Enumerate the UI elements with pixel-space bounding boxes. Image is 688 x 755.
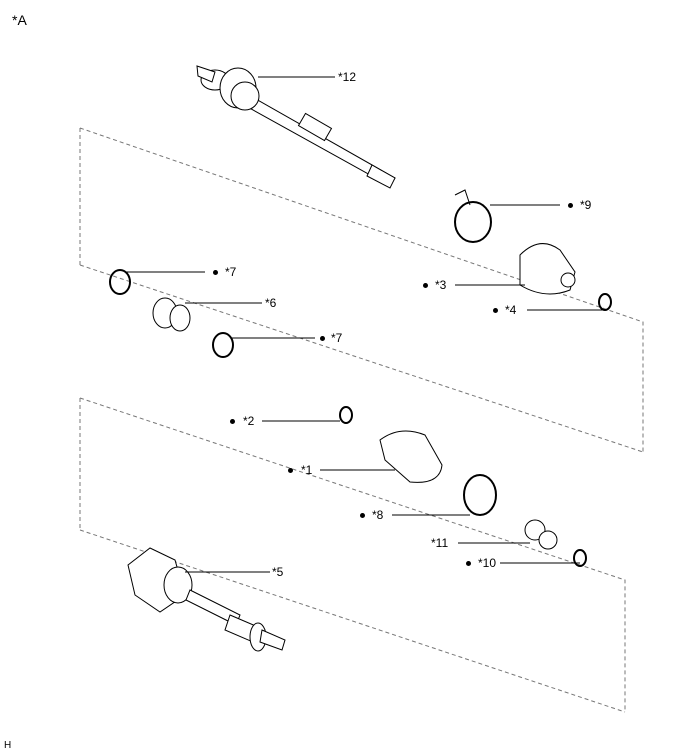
tulip-6-part <box>152 297 191 332</box>
label-8: *8 <box>372 508 384 522</box>
ring-7b-part <box>212 332 234 358</box>
clamp-9-part <box>454 201 492 243</box>
clamp-8-part <box>463 474 497 516</box>
ring-7a-part <box>109 269 131 295</box>
footer-code: H <box>4 740 12 751</box>
dashed-frames <box>79 127 644 713</box>
bullet-7b <box>320 336 325 341</box>
bullet-1 <box>288 468 293 473</box>
label-10: *10 <box>478 556 497 570</box>
clip-2-part <box>339 406 353 424</box>
bullet-9 <box>568 203 573 208</box>
bullet-8 <box>360 513 365 518</box>
label-12: *12 <box>338 70 357 84</box>
label-7a: *7 <box>225 265 237 279</box>
label-9: *9 <box>580 198 592 212</box>
label-4: *4 <box>505 303 517 317</box>
bullet-2 <box>230 419 235 424</box>
label-2: *2 <box>243 414 255 428</box>
frame-upper <box>79 127 644 453</box>
bullet-3 <box>423 283 428 288</box>
label-3: *3 <box>435 278 447 292</box>
label-5: *5 <box>272 565 284 579</box>
drive-shaft-part <box>196 65 396 189</box>
frame-lower <box>79 397 626 713</box>
label-7b: *7 <box>331 331 343 345</box>
view-label: *A <box>12 12 27 28</box>
label-6: *6 <box>265 296 277 310</box>
bullet-10 <box>466 561 471 566</box>
clip-4-part <box>598 293 612 311</box>
boot-1-part <box>379 430 443 483</box>
tripod-11-part <box>524 519 558 550</box>
bullet-7a <box>213 270 218 275</box>
label-1: *1 <box>301 463 313 477</box>
snap-ring-10-part <box>573 549 587 567</box>
label-11: *11 <box>431 536 449 550</box>
bullet-4 <box>493 308 498 313</box>
leader-lines <box>125 76 605 573</box>
outer-joint-5-part <box>127 547 286 652</box>
clamp-9-tab <box>454 189 471 206</box>
